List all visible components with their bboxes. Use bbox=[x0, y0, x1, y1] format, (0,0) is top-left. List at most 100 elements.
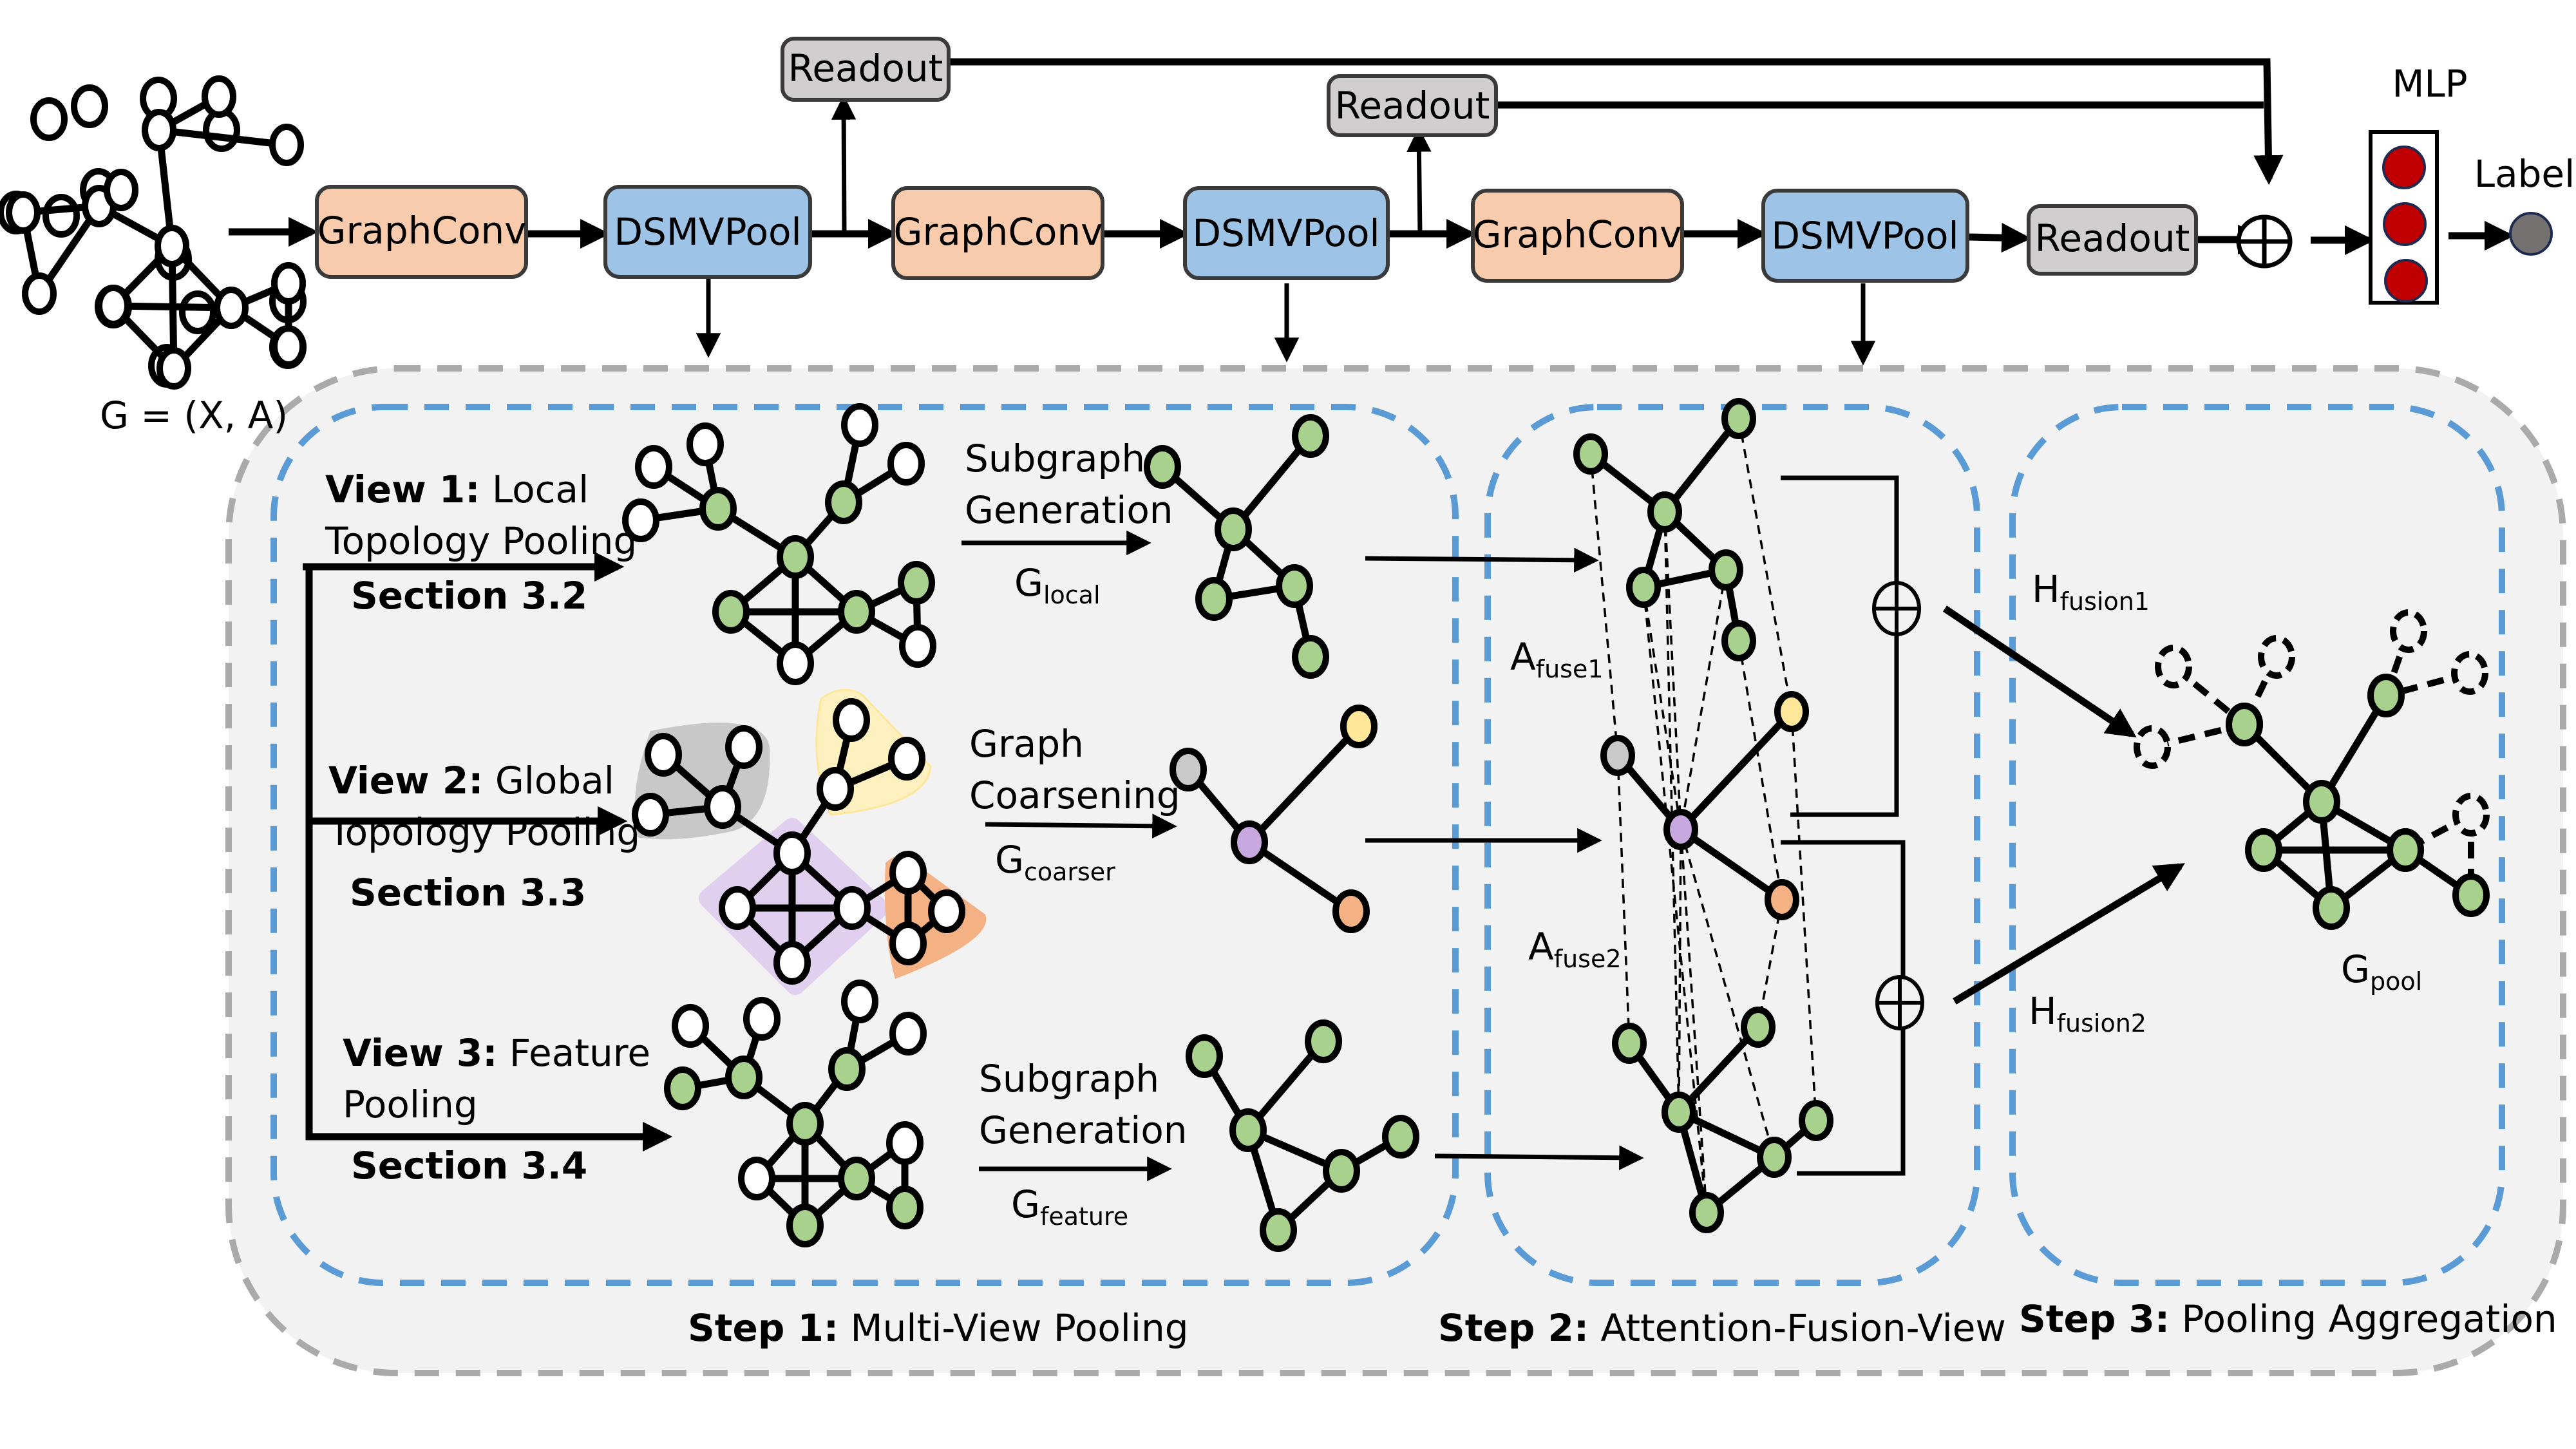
svg-text:Generation: Generation bbox=[965, 488, 1173, 532]
step1-panel bbox=[270, 404, 1459, 1286]
graph-node bbox=[1741, 1007, 1776, 1048]
graph-node bbox=[142, 109, 176, 151]
graph-node bbox=[889, 1012, 927, 1056]
mlp-neuron bbox=[2384, 259, 2428, 303]
input-graph-label: G = (X, A) bbox=[100, 393, 288, 437]
view1-operation: Subgraph Generation Glocal bbox=[961, 437, 1173, 609]
svg-text:Topology Pooling: Topology Pooling bbox=[328, 810, 640, 854]
svg-text:Section 3.4: Section 3.4 bbox=[351, 1144, 587, 1188]
graph-node bbox=[71, 84, 108, 128]
graph-node bbox=[1709, 549, 1743, 591]
mlp-neuron bbox=[2383, 202, 2427, 246]
readout-label: Readout bbox=[788, 46, 943, 90]
graph-node bbox=[1721, 398, 1756, 439]
input-graph-nodes bbox=[6, 75, 306, 390]
graph-node bbox=[202, 75, 236, 118]
graph-node bbox=[271, 325, 306, 368]
graph-node bbox=[773, 941, 811, 985]
graph-node bbox=[214, 287, 249, 329]
input-graph bbox=[0, 75, 307, 390]
graph-node bbox=[1757, 1137, 1792, 1178]
graph-node bbox=[2390, 609, 2427, 653]
graph-node bbox=[1721, 620, 1756, 661]
attention-link bbox=[1642, 587, 1682, 830]
svg-text:Graph: Graph bbox=[969, 722, 1084, 766]
graph-node bbox=[841, 403, 878, 447]
graph-node bbox=[2258, 635, 2295, 679]
graph-node bbox=[672, 1004, 709, 1048]
graph-node bbox=[1612, 1023, 1647, 1064]
graph-node bbox=[2303, 780, 2340, 824]
svg-text:Section 3.3: Section 3.3 bbox=[350, 871, 586, 914]
graph-node bbox=[899, 624, 936, 668]
graph-node bbox=[817, 767, 854, 811]
graph-node bbox=[1382, 1115, 1419, 1159]
fusion-top-graph bbox=[1573, 398, 1756, 661]
dsmvpool-label: DSMVPool bbox=[614, 210, 801, 254]
graph-node bbox=[838, 1157, 875, 1200]
graph-node bbox=[271, 262, 306, 305]
graph-node bbox=[1215, 507, 1252, 551]
graph-node bbox=[1799, 1100, 1833, 1141]
graph-node bbox=[1170, 748, 1207, 791]
view3-operation: Subgraph Generation Gfeature bbox=[979, 1057, 1188, 1231]
graphconv-block-3[interactable]: GraphConv bbox=[1471, 189, 1684, 283]
attention-link bbox=[1678, 829, 1682, 1113]
svg-text:Gfeature: Gfeature bbox=[1011, 1182, 1128, 1231]
h-fusion2-label: Hfusion2 bbox=[2029, 989, 2146, 1037]
graph-node bbox=[1231, 820, 1268, 864]
view1-label: View 1: Local Topology Pooling Section 3… bbox=[325, 468, 637, 618]
attention-link bbox=[1680, 829, 1776, 1158]
g-pool-label: Gpool bbox=[2341, 947, 2422, 996]
graph-node bbox=[1332, 889, 1370, 933]
step1-label: Step 1: Multi-View Pooling bbox=[688, 1306, 1189, 1350]
graph-node bbox=[2245, 828, 2282, 872]
step2-label: Step 2: Attention-Fusion-View bbox=[1438, 1306, 2006, 1350]
graph-node bbox=[2155, 645, 2192, 688]
graph-node bbox=[1626, 567, 1661, 608]
graph-node bbox=[886, 1186, 923, 1229]
graph-node bbox=[2452, 873, 2490, 917]
dsmvpool-block-2[interactable]: DSMVPool bbox=[1183, 186, 1390, 280]
graph-node bbox=[777, 641, 814, 685]
graph-node bbox=[838, 590, 875, 634]
graph-node bbox=[2134, 725, 2171, 769]
readout-block-3[interactable]: Readout bbox=[2027, 204, 2198, 276]
dsmvpool-block-3[interactable]: DSMVPool bbox=[1761, 189, 1969, 283]
graph-node bbox=[886, 1121, 923, 1165]
graph-node bbox=[1276, 564, 1313, 608]
svg-text:Subgraph: Subgraph bbox=[979, 1057, 1159, 1101]
graph-node bbox=[156, 347, 191, 390]
mlp-block[interactable] bbox=[2369, 130, 2439, 305]
dsmvpool-label: DSMVPool bbox=[1771, 214, 1958, 258]
graph-node bbox=[104, 169, 138, 211]
graphconv-label: GraphConv bbox=[894, 210, 1103, 254]
graphconv-block-2[interactable]: GraphConv bbox=[891, 186, 1104, 280]
dsmvpool-block-1[interactable]: DSMVPool bbox=[603, 185, 812, 279]
graph-node bbox=[699, 487, 737, 531]
fusion-operator-icon-1 bbox=[1872, 581, 1921, 636]
graphconv-block-1[interactable]: GraphConv bbox=[315, 185, 528, 279]
attention-link bbox=[1642, 587, 1708, 1213]
graph-node bbox=[704, 785, 741, 829]
output-label: Label bbox=[2474, 152, 2575, 196]
g-feature-graph bbox=[1186, 1019, 1419, 1252]
graph-edge bbox=[113, 302, 232, 312]
graph-node bbox=[1305, 1019, 1342, 1063]
concat-operator-icon bbox=[2236, 214, 2293, 269]
graph-node bbox=[841, 980, 878, 1023]
fusion-bot-graph bbox=[1612, 1007, 1833, 1233]
graph-node bbox=[1647, 491, 1682, 533]
view1-input-graph bbox=[622, 403, 936, 685]
readout-block-2[interactable]: Readout bbox=[1327, 74, 1498, 137]
graph-edge bbox=[158, 126, 287, 149]
graph-node bbox=[828, 1047, 866, 1091]
graph-node bbox=[1323, 1149, 1360, 1193]
graph-node bbox=[622, 498, 659, 542]
readout-block-1[interactable]: Readout bbox=[781, 37, 951, 102]
svg-text:Topology Pooling: Topology Pooling bbox=[325, 519, 637, 563]
graph-node bbox=[928, 889, 965, 933]
graph-node bbox=[155, 225, 189, 267]
view3-input-graph bbox=[664, 980, 927, 1247]
attention-link bbox=[1680, 829, 1708, 1213]
